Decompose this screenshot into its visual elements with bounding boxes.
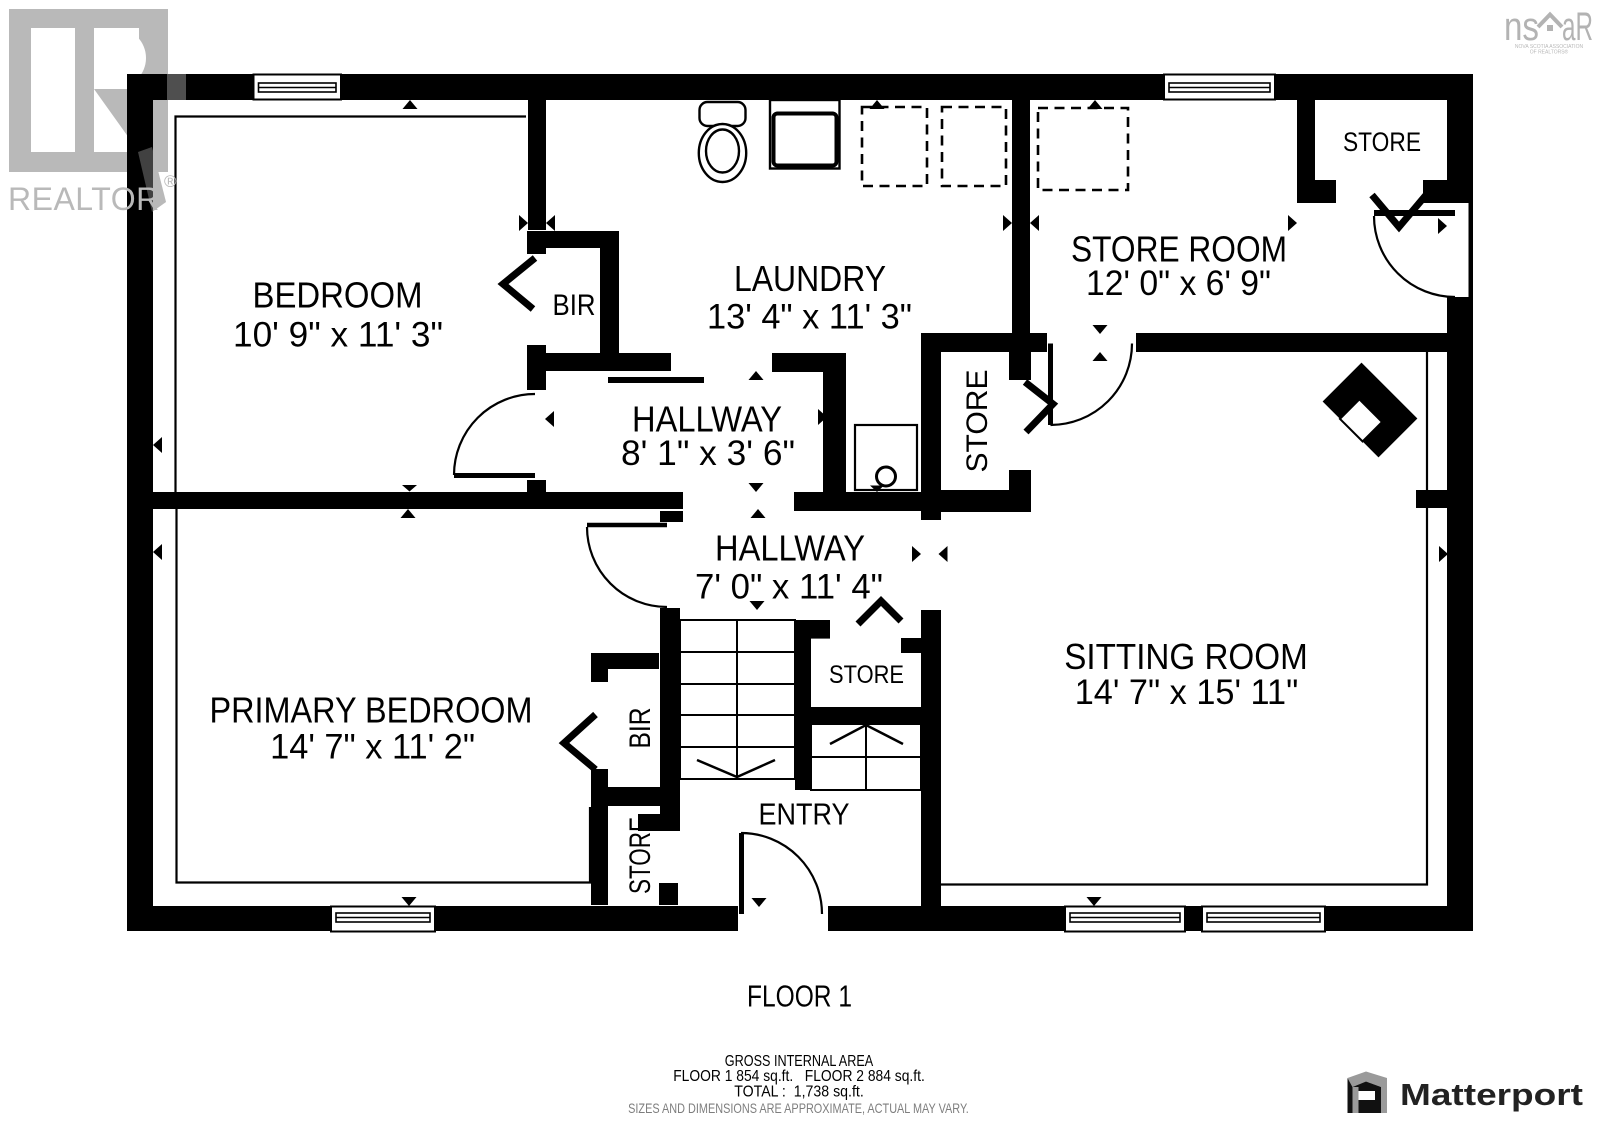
svg-text:STORE: STORE [624, 817, 657, 894]
svg-text:ns: ns [1504, 5, 1539, 49]
svg-text:LAUNDRY: LAUNDRY [734, 258, 886, 299]
svg-text:REALTOR: REALTOR [8, 181, 160, 217]
svg-text:10' 9" x 11' 3": 10' 9" x 11' 3" [233, 316, 443, 355]
svg-text:HALLWAY: HALLWAY [632, 399, 782, 440]
svg-text:TOTAL : 1,738 sq.ft.: TOTAL : 1,738 sq.ft. [734, 1084, 864, 1101]
svg-text:FLOOR 1 854 sq.ft. FLOOR 2 8: FLOOR 1 854 sq.ft. FLOOR 2 884 sq.ft. [673, 1068, 925, 1085]
svg-text:12' 0" x 6' 9": 12' 0" x 6' 9" [1086, 264, 1271, 303]
svg-text:OF REALTORS®: OF REALTORS® [1530, 49, 1569, 56]
svg-text:HALLWAY: HALLWAY [715, 528, 865, 569]
svg-text:14' 7" x 11' 2": 14' 7" x 11' 2" [270, 728, 475, 767]
svg-text:STORE ROOM: STORE ROOM [1071, 229, 1287, 270]
svg-text:GROSS INTERNAL AREA: GROSS INTERNAL AREA [725, 1053, 874, 1070]
svg-text:14' 7" x 15' 11": 14' 7" x 15' 11" [1075, 673, 1299, 712]
svg-text:STORE: STORE [1343, 127, 1421, 157]
svg-text:BIR: BIR [624, 708, 657, 749]
svg-text:STORE: STORE [829, 661, 904, 689]
svg-text:STORE: STORE [961, 370, 994, 473]
svg-text:ENTRY: ENTRY [759, 797, 850, 832]
svg-text:BEDROOM: BEDROOM [253, 275, 423, 316]
svg-text:7' 0" x 11' 4": 7' 0" x 11' 4" [695, 568, 883, 607]
svg-text:NOVA SCOTIA ASSOCIATION: NOVA SCOTIA ASSOCIATION [1515, 44, 1584, 50]
svg-text:Matterport: Matterport [1400, 1077, 1583, 1112]
svg-text:SIZES AND DIMENSIONS ARE APPRO: SIZES AND DIMENSIONS ARE APPROXIMATE, AC… [628, 1100, 969, 1116]
svg-text:SITTING ROOM: SITTING ROOM [1064, 636, 1308, 677]
svg-text:8' 1" x 3' 6": 8' 1" x 3' 6" [621, 434, 795, 473]
svg-text:aR: aR [1562, 5, 1593, 49]
svg-text:FLOOR 1: FLOOR 1 [747, 980, 852, 1014]
svg-text:®: ® [164, 172, 177, 191]
svg-text:13' 4" x 11' 3": 13' 4" x 11' 3" [707, 298, 912, 337]
svg-text:BIR: BIR [553, 289, 596, 322]
svg-text:PRIMARY BEDROOM: PRIMARY BEDROOM [210, 690, 533, 731]
